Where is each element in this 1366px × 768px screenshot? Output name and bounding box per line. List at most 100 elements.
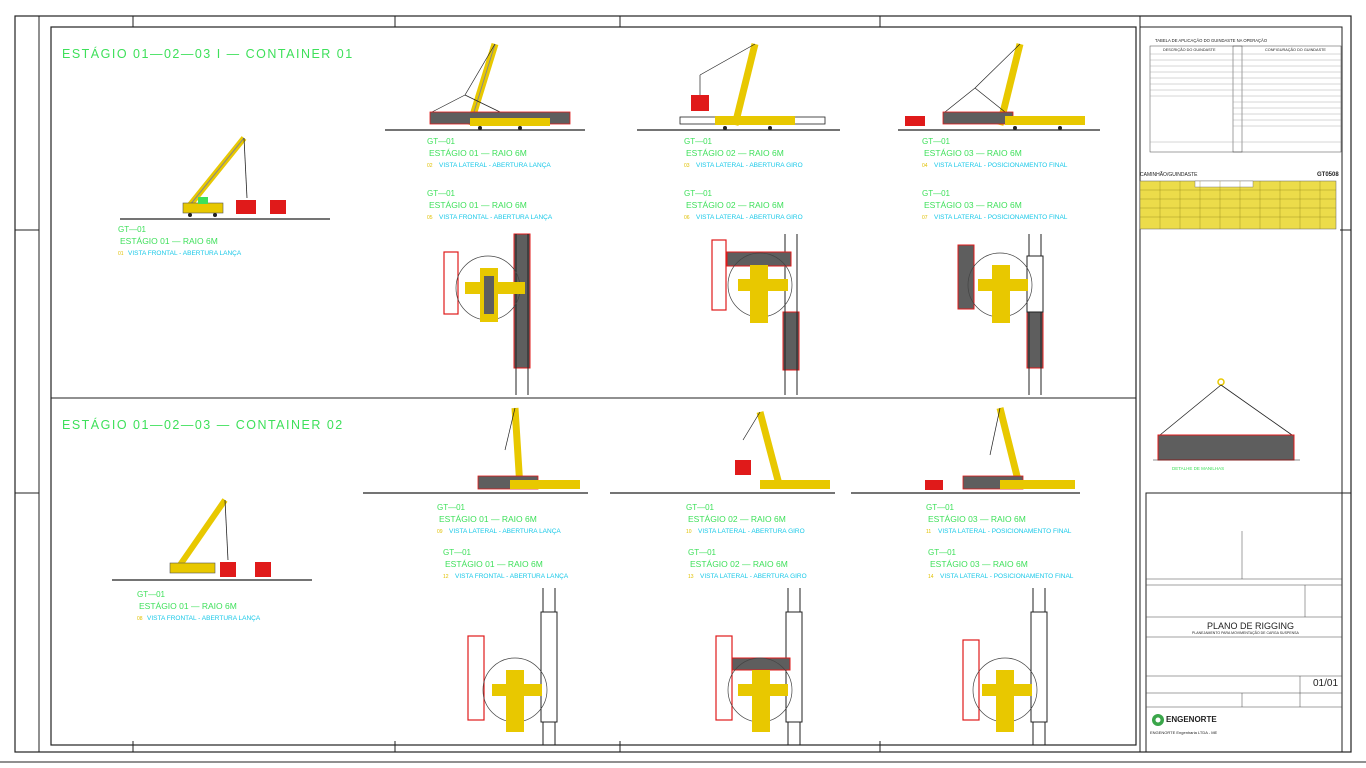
view-caption: VISTA LATERAL - ABERTURA GIRO xyxy=(696,162,803,169)
plan-subtitle: PLANEJAMENTO PARA MOVIMENTAÇÃO DE CARGA … xyxy=(1192,630,1299,635)
crane-view-09 xyxy=(477,407,580,490)
table-title: TABELA DE APLICAÇÃO DO GUINDASTE NA OPER… xyxy=(1155,38,1268,43)
plan-view-12 xyxy=(467,588,558,745)
view-label-02: GT—01 ESTÁGIO 01 — RAIO 6M VISTA LATERAL… xyxy=(427,137,551,169)
view-label-05: GT—01 ESTÁGIO 01 — RAIO 6M VISTA FRONTAL… xyxy=(427,189,553,221)
view-caption: VISTA LATERAL - POSICIONAMENTO FINAL xyxy=(938,528,1072,535)
view-stage: ESTÁGIO 01 — RAIO 6M xyxy=(429,148,527,158)
view-labels: GT—01 ESTÁGIO 01 — RAIO 6M VISTA FRONTAL… xyxy=(118,137,1074,622)
view-tag: GT—01 xyxy=(118,225,147,234)
view-stage: ESTÁGIO 02 — RAIO 6M xyxy=(688,514,786,524)
view-number: 08 xyxy=(137,616,143,622)
main-drawing-area xyxy=(50,26,1137,746)
view-number: 01 xyxy=(118,251,124,257)
load-chart-table xyxy=(1139,180,1337,230)
view-stage: ESTÁGIO 03 — RAIO 6M xyxy=(924,148,1022,158)
view-label-08: GT—01 ESTÁGIO 01 — RAIO 6M VISTA FRONTAL… xyxy=(137,590,261,622)
view-tag: GT—01 xyxy=(928,548,957,557)
view-caption: VISTA FRONTAL - ABERTURA LANÇA xyxy=(128,250,242,257)
view-caption: VISTA LATERAL - ABERTURA GIRO xyxy=(700,573,807,580)
view-number: 02 xyxy=(427,163,433,169)
crane-view-10 xyxy=(735,411,830,489)
crane-view-11 xyxy=(925,407,1075,490)
crane-view-02 xyxy=(429,42,571,130)
view-number: 03 xyxy=(684,163,690,169)
view-stage: ESTÁGIO 01 — RAIO 6M xyxy=(120,236,218,246)
view-stage: ESTÁGIO 01 — RAIO 6M xyxy=(439,514,537,524)
view-caption: VISTA FRONTAL - ABERTURA LANÇA xyxy=(455,573,569,580)
view-caption: VISTA LATERAL - POSICIONAMENTO FINAL xyxy=(934,214,1068,221)
view-number: 12 xyxy=(443,574,449,580)
plan-view-07 xyxy=(957,234,1044,395)
view-label-12: GT—01 ESTÁGIO 01 — RAIO 6M VISTA FRONTAL… xyxy=(443,548,569,580)
ground-lines xyxy=(112,129,1100,581)
table-left-header: DESCRIÇÃO DO GUINDASTE xyxy=(1163,47,1216,52)
view-caption: VISTA LATERAL - ABERTURA GIRO xyxy=(696,214,803,221)
plan-view-13 xyxy=(715,588,803,745)
shackle-detail: DETALHE DE MANILHAS xyxy=(1153,378,1300,471)
view-stage: ESTÁGIO 01 — RAIO 6M xyxy=(445,559,543,569)
truck-label: CAMINHÃO/GUINDASTE xyxy=(1140,171,1198,178)
frame-ticks xyxy=(15,16,1351,752)
view-stage: ESTÁGIO 02 — RAIO 6M xyxy=(686,148,784,158)
view-tag: GT—01 xyxy=(686,503,715,512)
outer-frame xyxy=(14,15,1352,753)
crane-view-04 xyxy=(905,43,1085,130)
view-tag: GT—01 xyxy=(437,503,466,512)
view-number: 07 xyxy=(922,215,928,221)
view-label-14: GT—01 ESTÁGIO 03 — RAIO 6M VISTA LATERAL… xyxy=(928,548,1074,580)
view-stage: ESTÁGIO 02 — RAIO 6M xyxy=(690,559,788,569)
view-number: 13 xyxy=(688,574,694,580)
company-full-name: ENGENORTE Engenharia LTDA - ME xyxy=(1150,730,1218,735)
plan-view-05 xyxy=(443,233,531,395)
right-panel xyxy=(1139,26,1343,753)
plan-title: PLANO DE RIGGING xyxy=(1207,621,1294,631)
row1-header: ESTÁGIO 01—02—03 I — CONTAINER 01 xyxy=(62,46,354,61)
plan-view-06 xyxy=(711,234,800,395)
view-label-07: GT—01 ESTÁGIO 03 — RAIO 6M VISTA LATERAL… xyxy=(922,189,1068,221)
sheet-number: 01/01 xyxy=(1313,678,1338,689)
view-caption: VISTA FRONTAL - ABERTURA LANÇA xyxy=(439,214,553,221)
view-stage: ESTÁGIO 03 — RAIO 6M xyxy=(924,200,1022,210)
view-stage: ESTÁGIO 02 — RAIO 6M xyxy=(686,200,784,210)
view-tag: GT—01 xyxy=(137,590,166,599)
view-number: 06 xyxy=(684,215,690,221)
view-label-03: GT—01 ESTÁGIO 02 — RAIO 6M VISTA LATERAL… xyxy=(684,137,803,169)
detail-caption: DETALHE DE MANILHAS xyxy=(1172,466,1224,471)
view-stage: ESTÁGIO 01 — RAIO 6M xyxy=(429,200,527,210)
view-label-10: GT—01 ESTÁGIO 02 — RAIO 6M VISTA LATERAL… xyxy=(686,503,805,535)
crane-view-01 xyxy=(182,136,286,217)
title-block xyxy=(1145,492,1343,753)
view-tag: GT—01 xyxy=(443,548,472,557)
row2-header: ESTÁGIO 01—02—03 — CONTAINER 02 xyxy=(62,417,344,432)
view-tag: GT—01 xyxy=(684,189,713,198)
view-tag: GT—01 xyxy=(427,137,456,146)
company-name: ENGENORTE xyxy=(1166,715,1217,724)
view-label-13: GT—01 ESTÁGIO 02 — RAIO 6M VISTA LATERAL… xyxy=(688,548,807,580)
view-tag: GT—01 xyxy=(922,189,951,198)
view-label-11: GT—01 ESTÁGIO 03 — RAIO 6M VISTA LATERAL… xyxy=(926,503,1072,535)
view-label-01: GT—01 ESTÁGIO 01 — RAIO 6M VISTA FRONTAL… xyxy=(118,225,242,257)
view-stage: ESTÁGIO 01 — RAIO 6M xyxy=(139,601,237,611)
view-stage: ESTÁGIO 03 — RAIO 6M xyxy=(928,514,1026,524)
view-number: 05 xyxy=(427,215,433,221)
plan-view-14 xyxy=(962,588,1048,745)
view-tag: GT—01 xyxy=(427,189,456,198)
table-right-header: CONFIGURAÇÃO DO GUINDASTE xyxy=(1265,47,1326,52)
view-tag: GT—01 xyxy=(922,137,951,146)
view-tag: GT—01 xyxy=(684,137,713,146)
view-label-06: GT—01 ESTÁGIO 02 — RAIO 6M VISTA LATERAL… xyxy=(684,189,803,221)
view-stage: ESTÁGIO 03 — RAIO 6M xyxy=(930,559,1028,569)
view-caption: VISTA FRONTAL - ABERTURA LANÇA xyxy=(147,615,261,622)
view-number: 11 xyxy=(926,529,931,535)
view-number: 10 xyxy=(686,529,692,535)
view-caption: VISTA LATERAL - POSICIONAMENTO FINAL xyxy=(934,162,1068,169)
view-label-04: GT—01 ESTÁGIO 03 — RAIO 6M VISTA LATERAL… xyxy=(922,137,1068,169)
view-label-09: GT—01 ESTÁGIO 01 — RAIO 6M VISTA LATERAL… xyxy=(437,503,561,535)
crane-view-03 xyxy=(679,43,826,130)
view-caption: VISTA LATERAL - ABERTURA LANÇA xyxy=(449,528,561,535)
crane-application-table: TABELA DE APLICAÇÃO DO GUINDASTE NA OPER… xyxy=(1149,38,1342,153)
view-tag: GT—01 xyxy=(688,548,717,557)
truck-model: GT0508 xyxy=(1317,172,1339,178)
view-tag: GT—01 xyxy=(926,503,955,512)
